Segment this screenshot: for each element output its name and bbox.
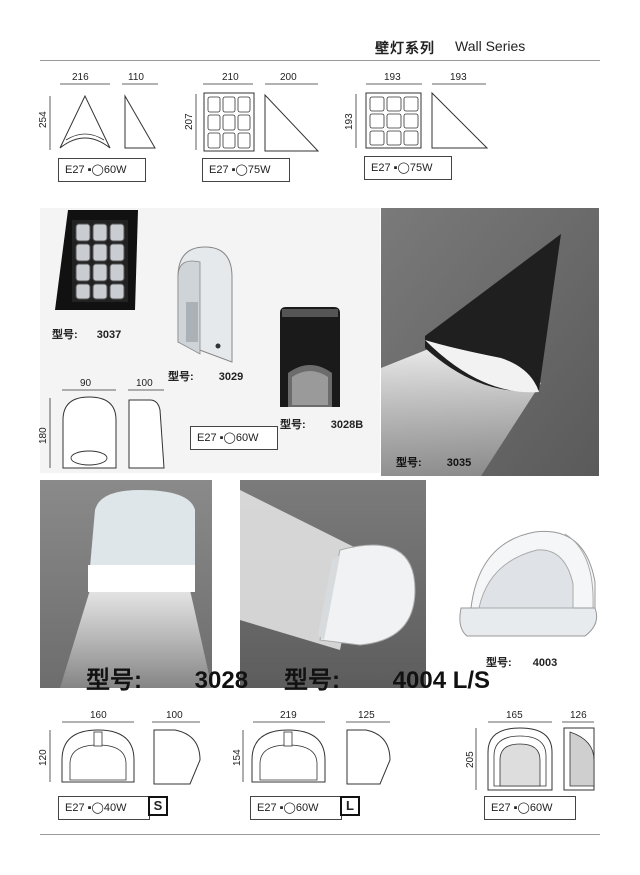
socket-type: E27 (209, 164, 229, 176)
spec-box: E27 ▪◯60W (58, 158, 146, 182)
socket-type: E27 (257, 802, 277, 814)
model-number: 3037 (96, 329, 122, 341)
wattage: 75W (409, 162, 433, 174)
spec-box: E27 ▪◯60W (484, 796, 576, 820)
product-4003-photo (459, 530, 598, 637)
bulb-icon: ▪◯ (231, 164, 248, 176)
footer-divider (40, 834, 600, 835)
bulb-icon: ▪◯ (87, 164, 104, 176)
model-prefix: 型号: (168, 371, 194, 383)
socket-type: E27 (197, 432, 217, 444)
model-label-3029: 型号: 3029 (168, 368, 243, 384)
drawing-lamp-cone (49, 83, 489, 152)
dim-width: 90 (80, 378, 92, 389)
model-prefix: 型号: (52, 329, 78, 341)
dim-width: 216 (72, 72, 89, 83)
model-label-3028b: 型号: 3028B (280, 416, 363, 432)
model-label-3035: 型号: 3035 (396, 454, 471, 470)
socket-type: E27 (65, 802, 85, 814)
dim-depth: 125 (358, 710, 375, 721)
spec-box: E27 ▪◯40W (58, 796, 150, 820)
bulb-icon: ▪◯ (219, 432, 236, 444)
dim-height: 154 (232, 749, 243, 766)
dim-depth: 100 (166, 710, 183, 721)
size-badge-s: S (148, 796, 168, 816)
model-label-4004: 型号: 4004 L/S (284, 660, 490, 695)
page-title-cn: 壁灯系列 (375, 40, 435, 56)
spec-box: E27 ▪◯60W (250, 796, 342, 820)
dim-width: 210 (222, 72, 239, 83)
spec-box: E27 ▪◯60W (190, 426, 278, 450)
model-number: 3035 (446, 457, 472, 469)
dim-height: 205 (465, 751, 476, 768)
header-divider (40, 60, 600, 61)
dim-height: 207 (184, 113, 195, 130)
socket-type: E27 (491, 802, 511, 814)
dim-depth: 193 (450, 72, 467, 83)
bulb-icon: ▪◯ (393, 162, 410, 174)
model-prefix: 型号: (86, 667, 142, 694)
product-3037-photo (55, 210, 138, 310)
dim-width: 160 (90, 710, 107, 721)
dim-depth: 110 (128, 72, 144, 83)
dim-height: 180 (38, 427, 49, 444)
dim-width: 219 (280, 710, 297, 721)
model-label-3037: 型号: 3037 (52, 326, 121, 342)
wattage: 60W (235, 432, 259, 444)
model-prefix: 型号: (284, 667, 340, 694)
model-number: 3028B (330, 419, 364, 431)
dim-depth: 100 (136, 378, 153, 389)
product-3028b-photo (280, 307, 340, 407)
product-4004-photo (240, 480, 426, 688)
dim-width: 165 (506, 710, 523, 721)
spec-box: E27 ▪◯75W (202, 158, 290, 182)
product-3035-photo (381, 208, 599, 476)
model-label-4003: 型号: 4003 (486, 654, 557, 670)
bulb-icon: ▪◯ (87, 802, 104, 814)
wattage: 40W (103, 802, 127, 814)
model-number: 3029 (218, 371, 244, 383)
dim-depth: 200 (280, 72, 297, 83)
model-number: 4003 (532, 657, 558, 669)
product-3029-photo (177, 246, 233, 363)
dim-height: 120 (38, 749, 49, 766)
page-title-en: Wall Series (455, 38, 526, 54)
model-prefix: 型号: (280, 419, 306, 431)
wattage: 60W (295, 802, 319, 814)
wattage: 60W (529, 802, 553, 814)
model-prefix: 型号: (396, 457, 422, 469)
dim-width: 193 (384, 72, 401, 83)
model-label-3028: 型号: 3028 (86, 660, 248, 695)
bulb-icon: ▪◯ (513, 802, 530, 814)
size-badge-l: L (340, 796, 360, 816)
socket-type: E27 (371, 162, 391, 174)
wattage: 75W (247, 164, 271, 176)
model-prefix: 型号: (486, 657, 512, 669)
product-3028-photo (40, 480, 212, 688)
wattage: 60W (103, 164, 127, 176)
spec-box: E27 ▪◯75W (364, 156, 452, 180)
model-number: 3028 (194, 667, 249, 694)
socket-type: E27 (65, 164, 85, 176)
bulb-icon: ▪◯ (279, 802, 296, 814)
model-number: 4004 L/S (392, 667, 491, 694)
dim-depth: 126 (570, 710, 587, 721)
dim-height: 193 (344, 113, 355, 130)
